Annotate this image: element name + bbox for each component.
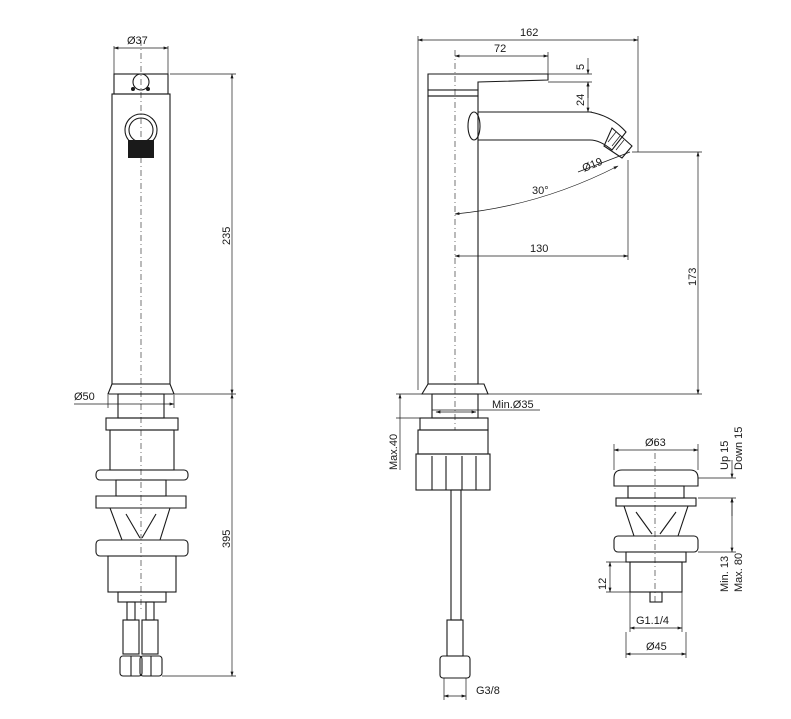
side-width-total: 162 (520, 27, 538, 39)
side-angle: 30° (532, 185, 549, 197)
front-dia-top: Ø37 (127, 35, 148, 47)
waste-up: Up 15 (719, 441, 731, 470)
waste-height-12: 12 (597, 578, 609, 590)
waste-thread: G1.1/4 (636, 615, 669, 627)
side-thread: G3/8 (476, 685, 500, 697)
waste-down: Down 15 (733, 427, 745, 470)
side-view: 162 72 5 24 Ø19 30° 130 173 Min.Ø35 (388, 27, 702, 700)
waste-dia-body: Ø45 (646, 641, 667, 653)
side-lever-thick: 5 (575, 64, 587, 70)
side-max-deck: Max.40 (388, 434, 400, 470)
waste-dia-cap: Ø63 (645, 437, 666, 449)
waste-max: Max. 80 (733, 553, 745, 592)
side-spout-drop: 24 (575, 94, 587, 106)
side-reach: 130 (530, 243, 548, 255)
side-min-hole: Min.Ø35 (492, 399, 534, 411)
side-height-spout: 173 (687, 268, 699, 286)
front-height-under: 395 (221, 530, 233, 548)
front-height-body: 235 (221, 227, 233, 245)
waste-min: Min. 13 (719, 556, 731, 592)
front-view: Ø37 235 Ø50 395 (74, 35, 236, 677)
front-dia-base: Ø50 (74, 391, 95, 403)
side-width-lever: 72 (494, 43, 506, 55)
side-dia-spout: Ø19 (581, 156, 605, 175)
waste-view: Ø63 Up 15 Down 15 Min. 13 Max. 80 12 G1.… (597, 427, 745, 658)
